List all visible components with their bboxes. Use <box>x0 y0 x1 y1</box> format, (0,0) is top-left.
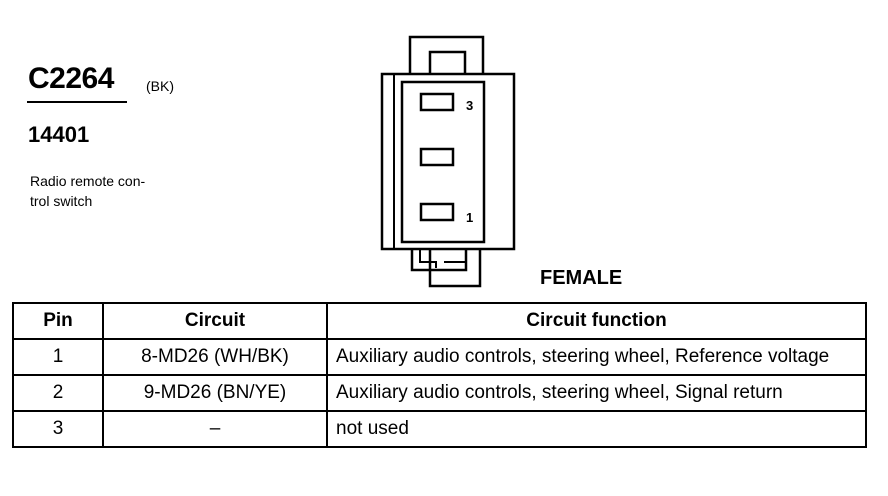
connector-color: (BK) <box>146 78 174 94</box>
bottom-latch-tab <box>419 249 437 268</box>
pin-cavity-2 <box>419 147 455 167</box>
part-number: 14401 <box>28 122 90 147</box>
pin-cell: 1 <box>12 338 104 376</box>
pin-cell: 2 <box>12 374 104 412</box>
connector-inner-face <box>400 80 486 244</box>
table-row: 2 9-MD26 (BN/YE) Auxiliary audio control… <box>12 374 867 412</box>
circuit-cell: 8-MD26 (WH/BK) <box>102 338 328 376</box>
bottom-latch-frame <box>428 249 482 288</box>
pinout-table: Pin Circuit Circuit function 1 8-MD26 (W… <box>12 302 867 448</box>
connector-description: Radio remote con- trol switch <box>30 171 180 211</box>
table-header-row: Pin Circuit Circuit function <box>12 302 867 340</box>
pin-cavity-1 <box>419 202 455 222</box>
circuit-cell: – <box>102 410 328 448</box>
connector-outer-body <box>380 72 516 251</box>
connector-code: C2264 <box>28 62 114 95</box>
header-circuit: Circuit <box>102 302 328 340</box>
bottom-latch-outer <box>410 249 468 272</box>
circuit-cell: 9-MD26 (BN/YE) <box>102 374 328 412</box>
pin-cell: 3 <box>12 410 104 448</box>
header-circuit-function: Circuit function <box>326 302 867 340</box>
top-latch-outer <box>408 35 485 74</box>
top-latch-inner <box>428 50 467 74</box>
code-underline <box>27 101 127 103</box>
header-pin: Pin <box>12 302 104 340</box>
function-cell: Auxiliary audio controls, steering wheel… <box>326 338 867 376</box>
function-cell: Auxiliary audio controls, steering wheel… <box>326 374 867 412</box>
table-row: 1 8-MD26 (WH/BK) Auxiliary audio control… <box>12 338 867 376</box>
function-cell: not used <box>326 410 867 448</box>
description-line-1: Radio remote con- <box>30 173 146 189</box>
connector-face-diagram: 3 1 <box>380 35 516 288</box>
pin-label-1: 1 <box>466 210 473 225</box>
description-line-2: trol switch <box>30 193 93 209</box>
connector-gender: FEMALE <box>540 267 623 289</box>
pin-cavity-3 <box>419 92 455 112</box>
table-row: 3 – not used <box>12 410 867 448</box>
pin-label-3: 3 <box>466 98 473 113</box>
